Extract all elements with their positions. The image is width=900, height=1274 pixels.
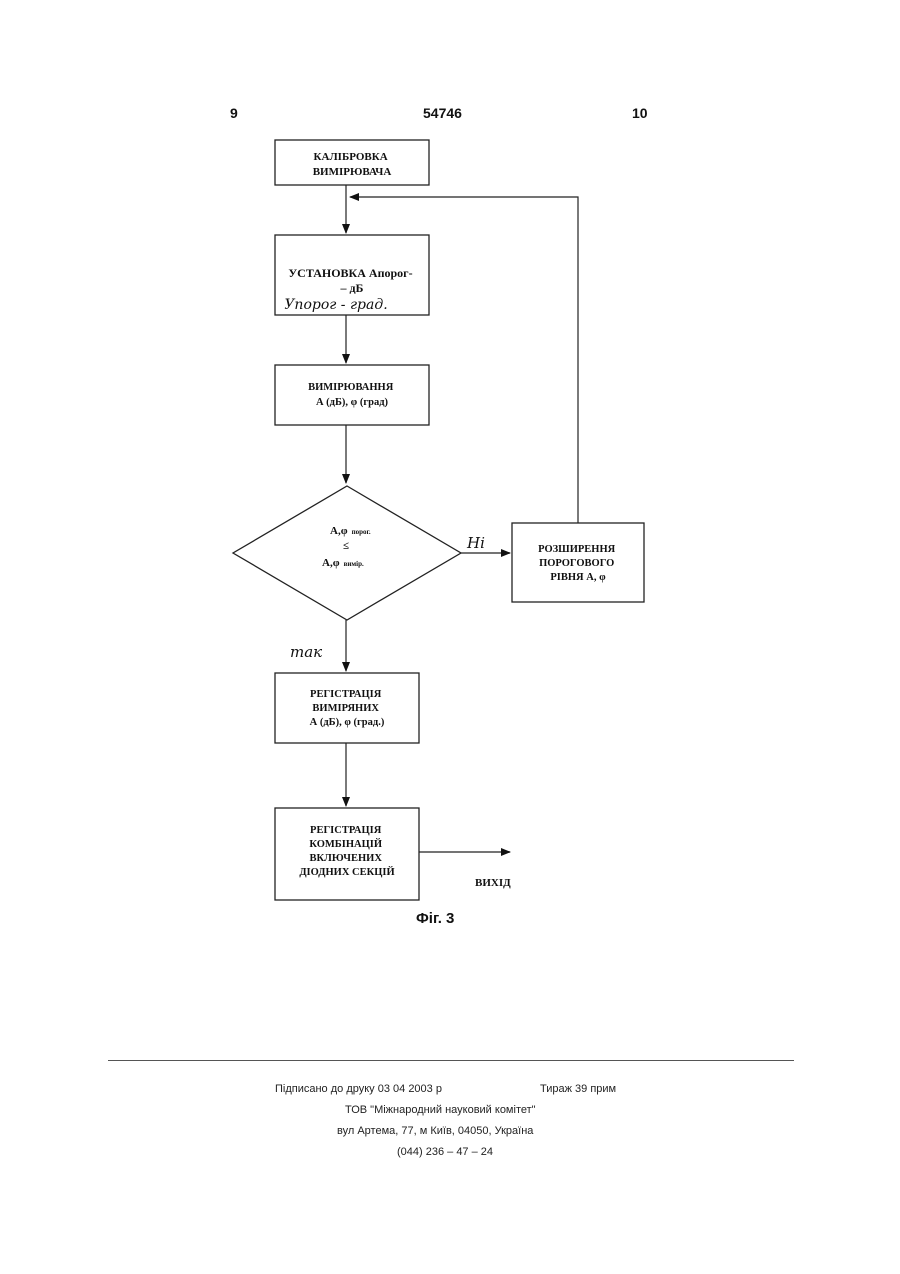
figure-caption: Фіг. 3: [416, 910, 454, 927]
exit-label: ВИХІД: [475, 877, 511, 889]
footer-address: вул Артема, 77, м Київ, 04050, Україна: [337, 1125, 533, 1137]
measurement-label: ВИМІРЮВАННЯ А (дБ), φ (град): [308, 382, 396, 408]
decision-top-label: А,φпорог.: [330, 525, 371, 537]
decision-operator: ≤: [343, 540, 349, 552]
footer-circulation: Тираж 39 прим: [540, 1083, 616, 1095]
register-combinations-label: РЕГІСТРАЦІЯ КОМБІНАЦІЙ ВКЛЮЧЕНИХ ДІОДНИХ…: [299, 825, 394, 878]
handwritten-threshold-note: Упорог - град.: [284, 297, 387, 313]
measurement-box: [275, 365, 429, 425]
footer-publisher: ТОВ "Міжнародний науковий комітет": [345, 1104, 536, 1116]
register-measured-label: РЕГІСТРАЦІЯ ВИМІРЯНИХ А (дБ), φ (град.): [310, 689, 385, 728]
yes-branch-label: так: [290, 643, 322, 661]
footer-phone: (044) 236 – 47 – 24: [397, 1146, 493, 1158]
footer-signed-date: Підписано до друку 03 04 2003 р: [275, 1083, 442, 1095]
decision-bottom-label: А,φвимір.: [322, 557, 364, 569]
comparison-decision: [233, 486, 461, 620]
feedback-loop-line: [350, 197, 578, 523]
threshold-setup-label: УСТАНОВКА Апорог- – дБ: [288, 266, 415, 295]
expand-threshold-label: РОЗШИРЕННЯ ПОРОГОВОГО РІВНЯ А, φ: [538, 544, 618, 583]
footer-divider: [108, 1060, 794, 1061]
calibration-label: КАЛІБРОВКА ВИМІРЮВАЧА: [313, 151, 392, 178]
no-branch-label: Hі: [466, 534, 485, 552]
